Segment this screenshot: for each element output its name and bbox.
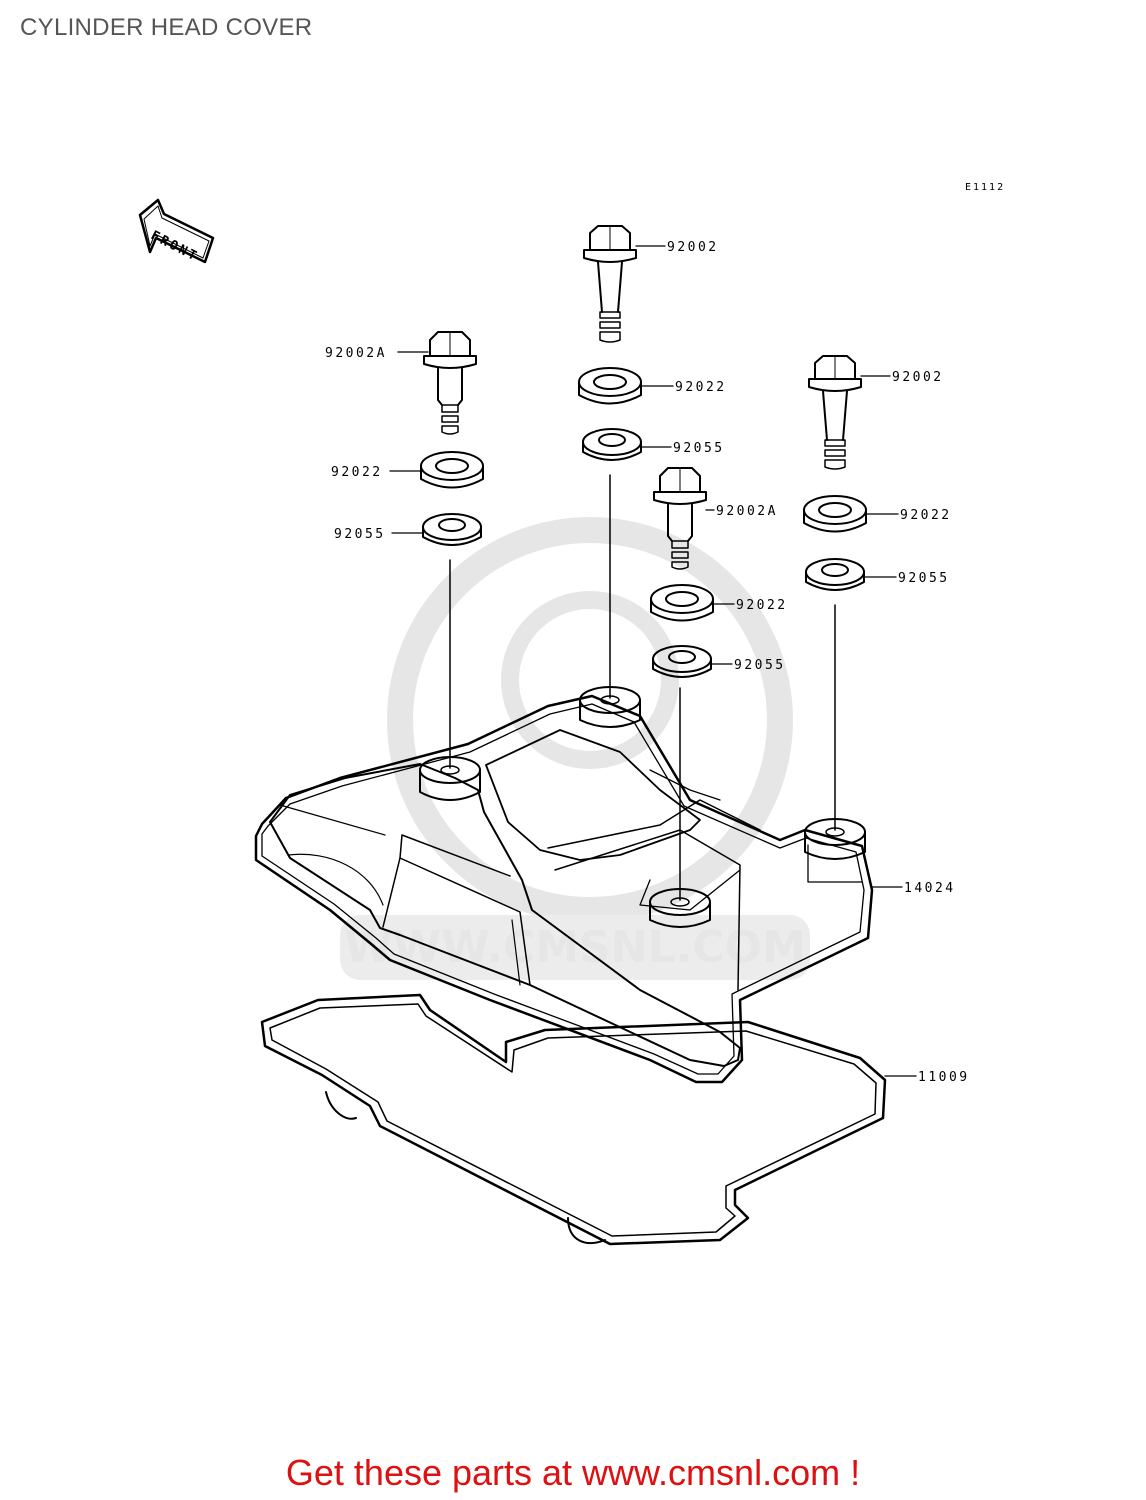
grommet-92055-right [805,558,865,591]
label-washer-92022-right: 92022 [900,508,952,523]
label-bolt-92002-center: 92002 [667,240,719,255]
label-bolt-92002a-mid: 92002A [716,504,778,519]
label-cover-14024: 14024 [904,881,956,896]
bolt-92002a-mid [653,467,707,570]
label-grommet-92055-center: 92055 [673,441,725,456]
label-gasket-11009: 11009 [918,1070,970,1085]
grommet-92055-mid [652,645,712,678]
watermark-text: WWW.CMSNL.COM [344,922,806,973]
label-washer-92022-left: 92022 [331,465,383,480]
reference-code: E1112 [965,182,1005,193]
grommet-92055-center [582,428,642,461]
washer-92022-right [803,495,867,533]
washer-92022-mid [650,584,714,622]
watermark: WWW.CMSNL.COM [340,517,810,980]
label-grommet-92055-right: 92055 [898,571,950,586]
label-grommet-92055-left: 92055 [334,527,386,542]
washer-92022-center [578,367,642,405]
front-arrow-icon: FRONT [138,198,215,265]
assembly-lines [449,474,836,901]
label-bolt-92002a-left: 92002A [325,346,387,361]
grommet-92055-left [422,513,482,546]
gasket-11009 [260,993,887,1246]
footer-link[interactable]: Get these parts at www.cmsnl.com ! [285,1452,861,1493]
label-washer-92022-center: 92022 [675,380,727,395]
bolt-92002a-left [423,331,477,435]
label-bolt-92002-right: 92002 [892,370,944,385]
bolt-92002-center [583,225,637,343]
washer-92022-left [420,451,484,489]
label-washer-92022-mid: 92022 [736,598,788,613]
label-grommet-92055-mid: 92055 [734,658,786,673]
page-title: CYLINDER HEAD COVER [20,14,313,41]
part-labels: 92002 92022 92055 92002A 92022 92055 920… [325,240,970,1085]
leader-lines [389,245,917,1077]
bolt-92002-right [808,355,862,470]
